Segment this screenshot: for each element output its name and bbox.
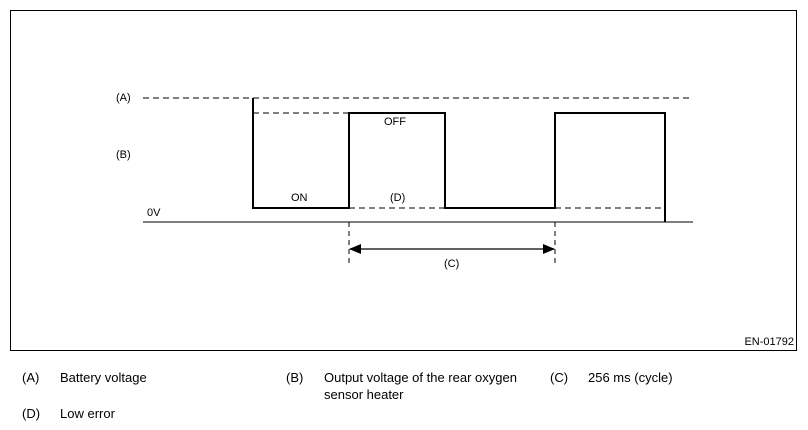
- label-c: (C): [444, 258, 460, 270]
- legend-desc-line-2: sensor heater: [324, 387, 404, 402]
- legend-desc: Output voltage of the rear oxygen: [324, 370, 517, 385]
- figure-code: EN-01792: [744, 336, 794, 348]
- label-b: (B): [116, 149, 131, 161]
- label-off: OFF: [384, 116, 406, 128]
- label-a: (A): [116, 92, 131, 104]
- label-d: (D): [390, 192, 406, 204]
- legend-key: (C): [550, 370, 569, 385]
- legend-desc: Battery voltage: [60, 370, 147, 385]
- legend-desc: 256 ms (cycle): [588, 370, 673, 385]
- legend-key: (B): [286, 370, 304, 385]
- heater-waveform: [252, 98, 666, 222]
- legend-desc: Low error: [60, 406, 115, 421]
- label-on: ON: [291, 192, 308, 204]
- legend-key: (A): [22, 370, 40, 385]
- legend-key: (D): [22, 406, 41, 421]
- label-zero-volt: 0V: [147, 207, 161, 219]
- diagram-frame: [10, 10, 797, 351]
